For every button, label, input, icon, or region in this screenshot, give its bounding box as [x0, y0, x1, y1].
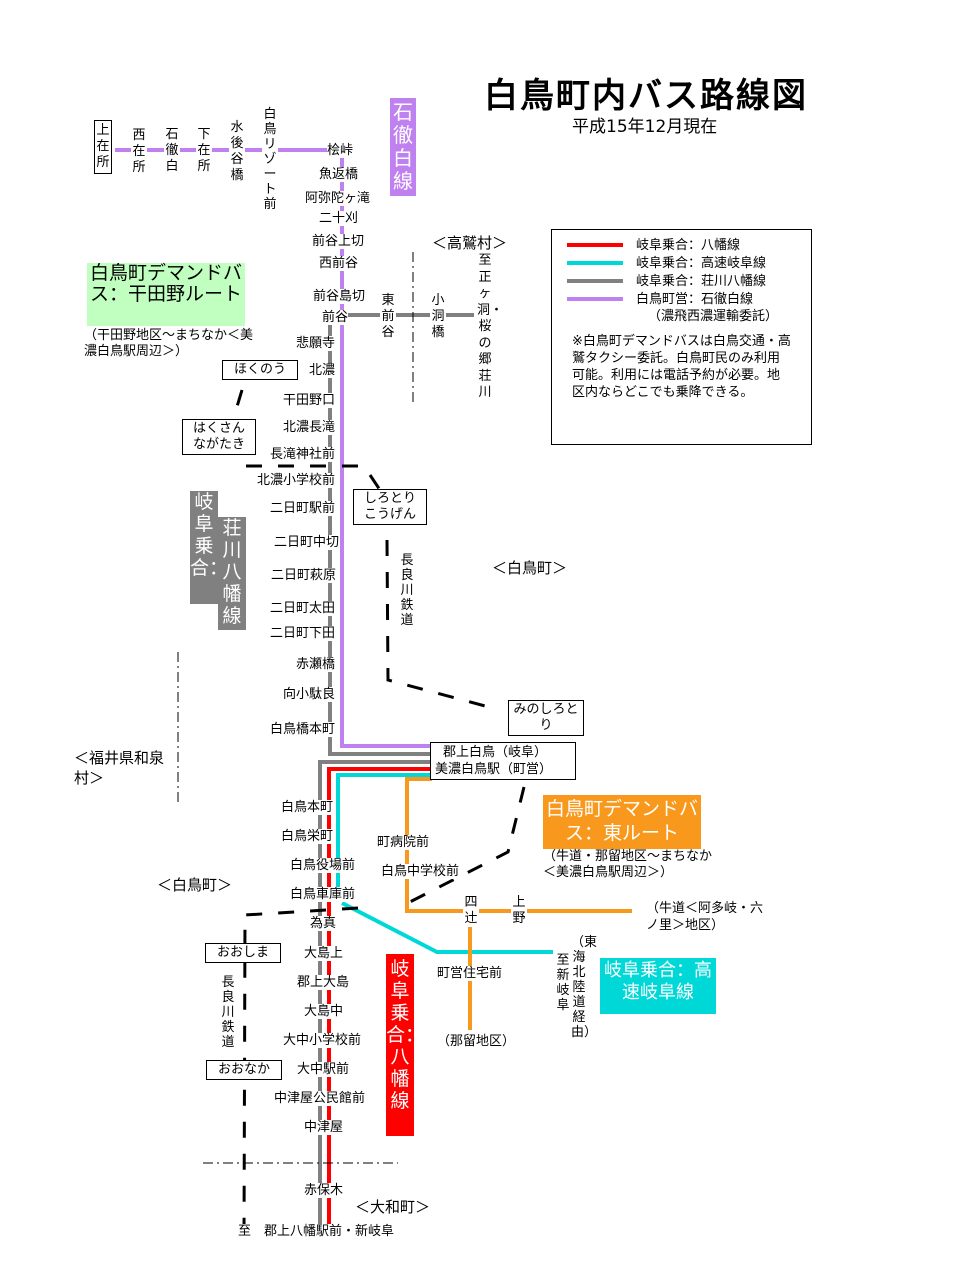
nagaragawa-railway	[234, 389, 526, 1241]
stop-shimozaisho: 下在所	[196, 127, 212, 175]
rail-station-oshima: おおしま	[205, 943, 281, 963]
route-label-shokawa-a: 岐阜乗合：	[190, 491, 228, 604]
legend: 岐阜乗合：八幡線 岐阜乗合：高速岐阜線 岐阜乗合：荘川八幡線 白鳥町営：石徹白線…	[551, 229, 812, 445]
route-label-demand-itano: 白鳥町デマンドバス：干田野ルート	[87, 263, 245, 326]
rail-station-hokuno: ほくのう	[222, 360, 298, 380]
stop-futsukamachi-eki: 二日町駅前	[269, 501, 335, 516]
stop-oshima-naka: 大島中	[304, 1004, 344, 1019]
stop-ueno: 上野	[511, 895, 527, 927]
stop-nishizaisho: 西在所	[131, 128, 147, 176]
stop-futsukamachi-nakagiri: 二日町中切	[273, 535, 339, 550]
legend-item-kosoku: 岐阜乗合：高速岐阜線	[636, 256, 767, 271]
hub-mino-shirotori-station: 美濃白鳥駅（町営）	[435, 762, 553, 777]
stop-hokuno: 北濃	[308, 363, 335, 378]
stop-imuzane: 為真	[310, 916, 337, 931]
stop-shirotori-sakaemachi: 白鳥栄町	[280, 829, 333, 844]
stop-maedani-kamigiri: 前谷上切	[312, 234, 365, 249]
stop-machi-byoin: 町病院前	[377, 835, 430, 850]
region-shirotori-west: ＜白鳥町＞	[157, 876, 233, 894]
legend-item-sub: （濃飛西濃運輸委託）	[648, 309, 779, 324]
demand-itano-area: （干田野地区～まちなか＜美濃白鳥駅周辺＞）	[84, 328, 254, 359]
stop-nijugari: 二十刈	[319, 211, 359, 226]
stop-higashimaedani: 東前谷	[380, 293, 396, 341]
stop-nakatsuya: 中津屋	[304, 1120, 344, 1135]
demand-higashi-area: （牛道・那留地区～まちなか＜美濃白鳥駅周辺＞）	[543, 849, 713, 880]
legend-swatch-shokawa	[567, 279, 623, 283]
stop-higanji: 悲願寺	[295, 336, 335, 351]
stop-hokuno-nagataki: 北濃長滝	[282, 420, 335, 435]
legend-swatch-hachiman	[567, 243, 623, 247]
kosoku-destination: 至 新岐阜	[556, 953, 583, 1013]
hub-mino-shirotori: 郡上白鳥（岐阜） 美濃白鳥駅（町営）	[430, 742, 576, 780]
map-subtitle: 平成15年12月現在	[572, 117, 718, 137]
route-label-shokawa-b: 荘川八幡線	[218, 517, 246, 630]
stop-shirotori-shako: 白鳥車庫前	[290, 887, 356, 902]
kosoku-via: （東海北陸道経由）	[571, 935, 598, 1040]
rail-label-north: 長良川鉄道	[400, 553, 414, 628]
legend-item-shokawa: 岐阜乗合：荘川八幡線	[636, 274, 767, 289]
stop-akasebashi: 赤瀬橋	[295, 657, 335, 672]
stop-futsukamachi-ota: 二日町太田	[269, 601, 335, 616]
south-destination: 至 郡上八幡駅前・新岐阜	[238, 1224, 395, 1239]
boundary-lines	[177, 252, 414, 1164]
stop-mizugoyabashi: 水後谷橋	[229, 120, 245, 184]
stop-shirotori-honmachi: 白鳥本町	[280, 800, 333, 815]
stop-shirotori-jhs: 白鳥中学校前	[381, 864, 460, 879]
stop-nakatsuya-kominkan: 中津屋公民館前	[274, 1091, 366, 1106]
rail-station-mino-shirotori: みのしろとり	[508, 700, 584, 736]
stop-yotsutsuji: 四辻	[463, 895, 479, 927]
legend-note: ※白鳥町デマンドバスは白鳥交通・高鷲タクシー委託。白鳥町民のみ利用可能。利用には…	[572, 334, 791, 400]
stop-nishimaedani: 西前谷	[319, 256, 359, 271]
stop-mukaikodara: 向小駄良	[282, 687, 335, 702]
rail-station-hakusan-nagataki: はくさんながたき	[182, 419, 256, 455]
stop-itoshiro: 石徹白	[164, 127, 180, 175]
stop-oshima-kami: 大島上	[304, 946, 344, 961]
route-label-demand-higashi: 白鳥町デマンドバス：東ルート	[543, 795, 701, 849]
stop-akaboki: 赤保木	[304, 1183, 344, 1198]
stop-hidano-guchi: 干田野口	[282, 393, 335, 408]
route-label-kosoku: 岐阜乗合：高速岐阜線	[600, 958, 716, 1014]
legend-swatch-kosoku	[567, 261, 623, 265]
stop-shirotori-hashimotomachi: 白鳥橋本町	[269, 722, 335, 737]
stop-ouchi-eki: 大中駅前	[297, 1062, 350, 1077]
rail-station-shirotori-kogen: しろとりこうげん	[353, 489, 427, 525]
stop-kobora-bashi: 小洞橋	[430, 293, 446, 341]
stop-amidagataki: 阿弥陀ヶ滝	[305, 191, 371, 206]
rail-label-south: 長良川鉄道	[221, 975, 235, 1050]
stop-uogaeribashi: 魚返橋	[319, 167, 359, 182]
higashi-south-destination: （那留地区）	[437, 1034, 516, 1049]
stop-shirotori-yakuba: 白鳥役場前	[290, 858, 356, 873]
stop-futsukamachi-hagiwara: 二日町萩原	[270, 568, 336, 583]
higashi-east-destination: （牛道＜阿多岐・六ノ里＞地区）	[646, 901, 764, 933]
legend-item-ishitetsu: 白鳥町営：石徹白線	[636, 292, 754, 307]
stop-kamizaisho: 上在所	[94, 120, 112, 174]
stop-maedani-shimagiri: 前谷島切	[313, 289, 366, 304]
shokawa-branch-destination: 至 正ヶ洞・桜の郷荘川	[477, 253, 504, 400]
region-shirotori-east: ＜白鳥町＞	[492, 559, 568, 577]
stop-nagataki-jinja: 長滝神社前	[269, 447, 335, 462]
route-label-ishitetsu: 石徹白線	[390, 98, 416, 196]
stop-hinokitoge: 桧峠	[327, 143, 354, 158]
stop-futsukamachi-shimoda: 二日町下田	[269, 626, 335, 641]
rail-station-onaka: おおなか	[206, 1060, 282, 1080]
stop-maedani: 前谷	[322, 310, 349, 325]
stop-ouchi-elementary: 大中小学校前	[283, 1033, 362, 1048]
stop-gujo-oshima: 郡上大島	[297, 975, 350, 990]
region-fukui: ＜福井県和泉村＞	[74, 749, 165, 787]
ishitetsu-line	[115, 148, 432, 748]
route-label-hachiman: 岐阜乗合：八幡線	[386, 954, 424, 1136]
hub-gujo-shirotori: 郡上白鳥（岐阜）	[443, 745, 548, 760]
region-takasu: ＜高鷲村＞	[432, 234, 508, 252]
stop-shirotori-resort: 白鳥リゾート前	[262, 107, 278, 212]
stop-choei-jutaku: 町営住宅前	[437, 966, 503, 981]
legend-item-hachiman: 岐阜乗合：八幡線	[636, 238, 741, 253]
map-title: 白鳥町内バス路線図	[484, 76, 808, 116]
region-yamato: ＜大和町＞	[355, 1198, 431, 1216]
stop-hokuno-elementary: 北濃小学校前	[256, 473, 335, 488]
legend-swatch-ishitetsu	[567, 297, 623, 301]
